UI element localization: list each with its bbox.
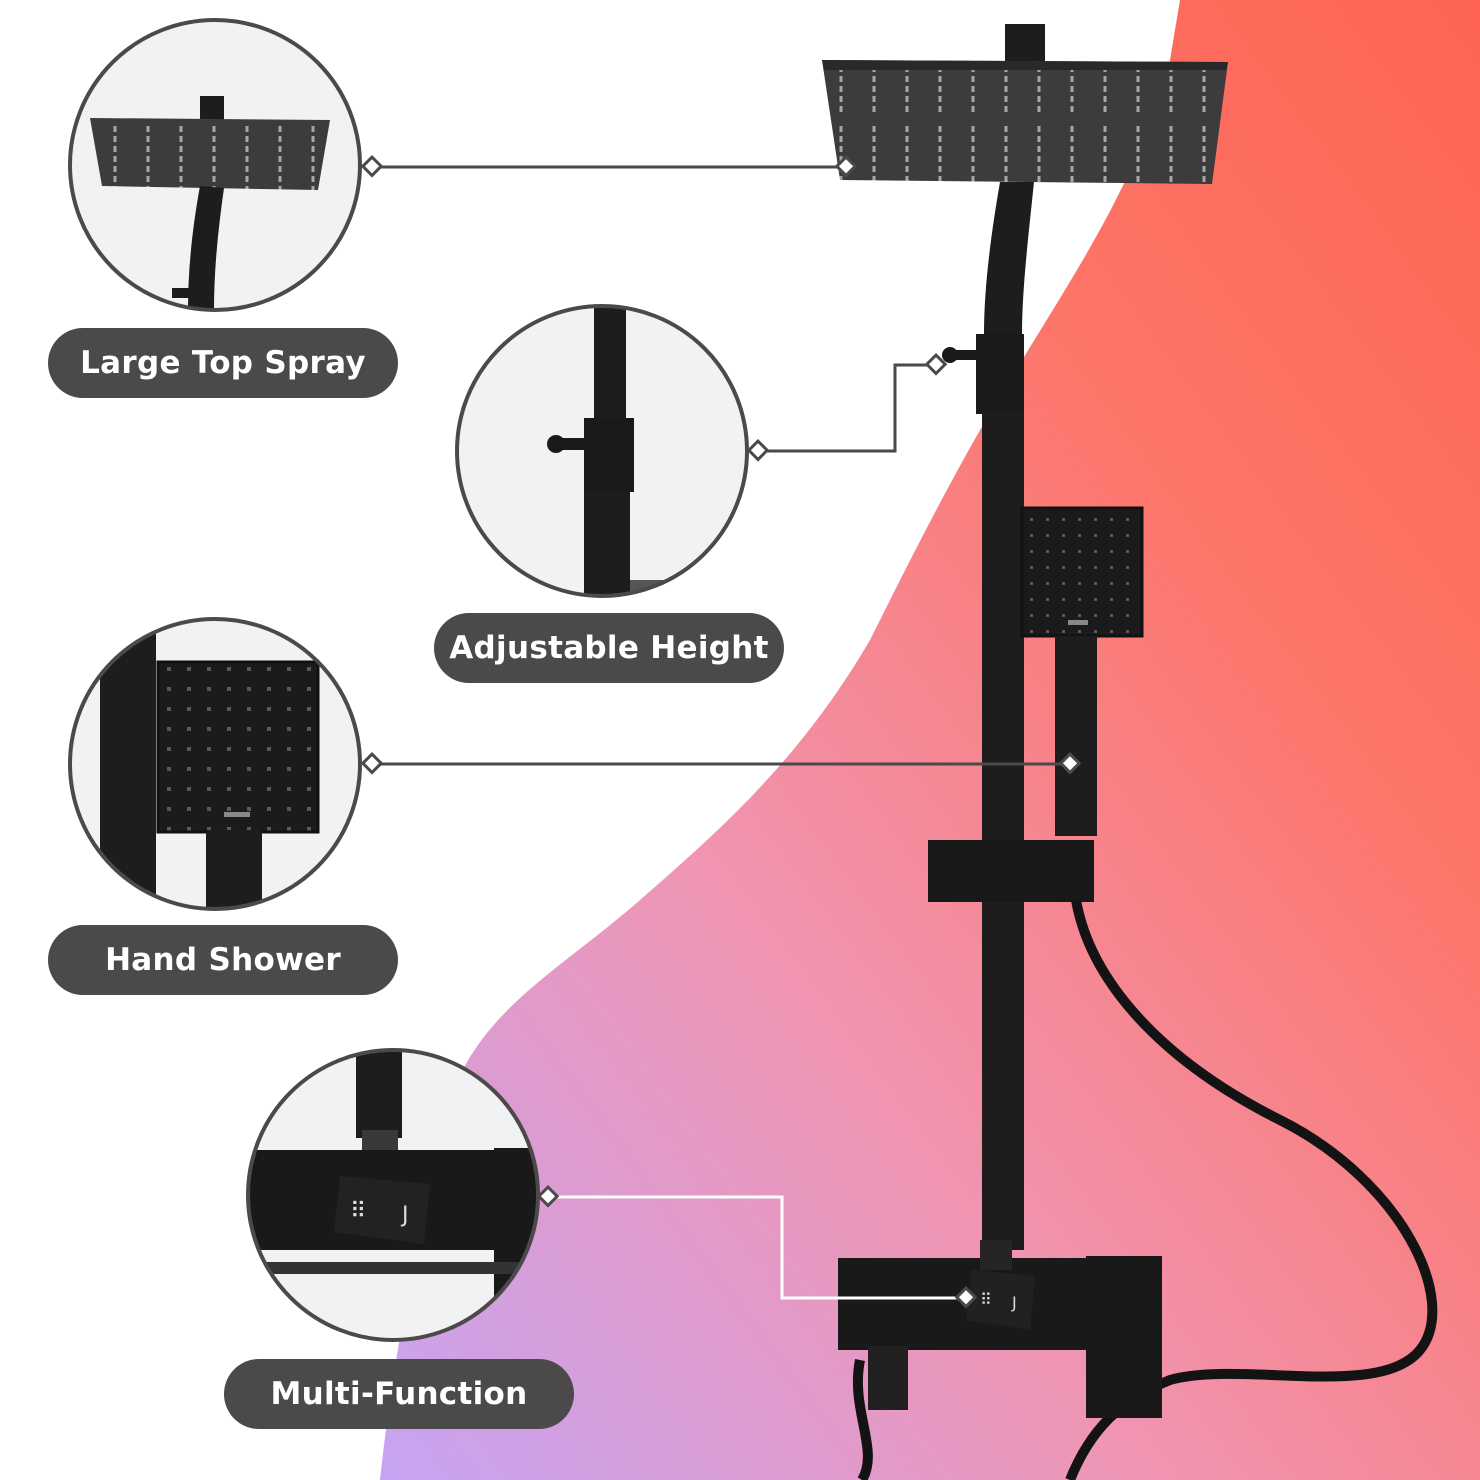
feature-label-large-top-spray: Large Top Spray — [48, 328, 398, 398]
svg-text:⠿: ⠿ — [350, 1199, 366, 1224]
feature-label-adjustable-height: Adjustable Height — [434, 613, 784, 683]
rain-shower-head-closeup-icon — [68, 18, 362, 312]
feature-label-hand-shower: Hand Shower — [48, 925, 398, 995]
feature-label-multi-function: Multi-Function — [224, 1359, 574, 1429]
diverter-valve-closeup-icon: ⠿ J — [246, 1048, 540, 1342]
height-adjust-clamp-closeup-icon — [455, 304, 749, 598]
svg-text:⠿: ⠿ — [980, 1290, 992, 1309]
svg-text:J: J — [1011, 1293, 1017, 1312]
connector-lines — [372, 165, 1070, 1300]
gradient-background — [380, 0, 1480, 1480]
shower-column: ⠿ J — [822, 24, 1438, 1480]
svg-text:J: J — [400, 1203, 409, 1228]
connector-diamonds — [360, 154, 1082, 1309]
hand-shower-closeup-icon — [68, 617, 362, 911]
